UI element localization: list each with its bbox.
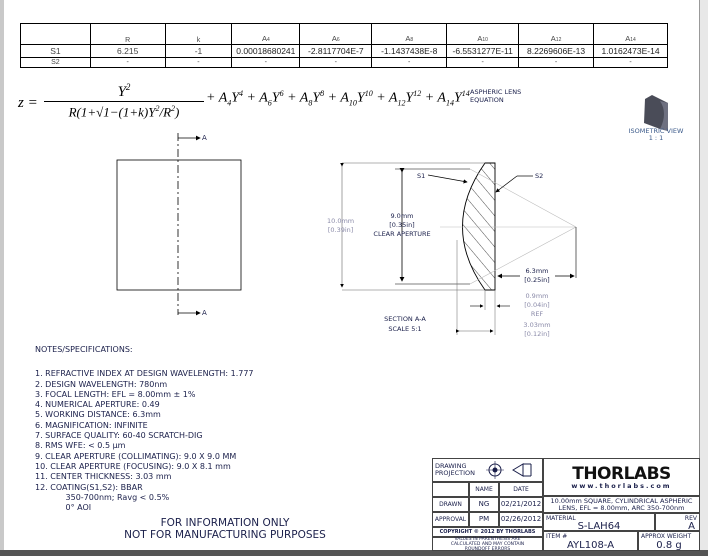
s2-label: S2: [535, 172, 544, 180]
cell: NAME: [469, 482, 499, 497]
cell: -: [446, 57, 520, 68]
description: 10.00mm SQUARE, CYLINDRICAL ASPHERIC LEN…: [543, 496, 700, 513]
rev-value: A: [688, 521, 695, 532]
material-value: S-LAH64: [577, 521, 621, 532]
frame-bottom: [0, 550, 708, 556]
equation-label: ASPHERIC LENS EQUATION: [470, 88, 521, 104]
rev-header: REV: [684, 515, 697, 522]
dim-text: CLEAR APERTURE: [373, 230, 431, 238]
dim-text: [0.12in]: [524, 330, 550, 338]
dim-text: REF: [530, 310, 544, 318]
isometric-title: ISOMETRIC VIEW: [628, 127, 684, 135]
cell: DATE: [499, 482, 543, 497]
note-item: 11. CENTER THICKNESS: 3.03 mm: [35, 472, 172, 482]
thorlabs-url[interactable]: www.thorlabs.com: [571, 481, 672, 490]
info-line: NOT FOR MANUFACTURING PURPOSES: [124, 529, 326, 541]
drawing-views: [116, 133, 577, 335]
scrollbar[interactable]: [699, 0, 708, 556]
note-item: 7. SURFACE QUALITY: 60-40 SCRATCH-DIG: [35, 431, 203, 441]
s1-label: S1: [417, 172, 426, 180]
info-disclaimer: FOR INFORMATION ONLY NOT FOR MANUFACTURI…: [100, 517, 350, 541]
cell: -: [89, 57, 166, 68]
note-item: 8. RMS WFE: < 0.5 µm: [35, 441, 126, 451]
projection-cell: DRAWING PROJECTION: [432, 458, 543, 482]
section-label-top: A: [202, 134, 207, 142]
header-a10: A10: [446, 23, 520, 45]
section-title: SECTION A-A SCALE 5:1: [370, 314, 440, 334]
dim-text: 10.0mm: [327, 217, 355, 225]
weight-header: APPROX WEIGHT: [641, 533, 692, 540]
logo-cell: THORLABS www.thorlabs.com: [543, 458, 700, 496]
projection-label: DRAWING PROJECTION: [435, 462, 475, 477]
thorlabs-logo: THORLABS: [572, 463, 671, 484]
cell: PM: [469, 512, 499, 527]
dim-text: [0.39in]: [327, 226, 354, 234]
dim-text: 9.0mm: [390, 212, 414, 220]
cell: 02/26/2012: [499, 512, 543, 527]
isometric-lens-image: [644, 95, 668, 131]
values-note: VALUES IN PARENTHESIS ARE CALCULATED AND…: [432, 537, 543, 552]
note-item: 350-700nm; Ravg < 0.5%: [35, 492, 170, 502]
item-header: ITEM #: [546, 533, 568, 540]
dim-text: 6.3mm: [525, 267, 549, 275]
info-line: FOR INFORMATION ONLY: [160, 517, 290, 529]
cell: APPROVAL: [432, 512, 469, 527]
item-value: AYL108-A: [566, 540, 615, 551]
height-label: 10.0mm[0.39in]: [327, 217, 354, 235]
center-thickness-label: 3.03mm[0.12in]: [520, 321, 554, 339]
isometric-label: ISOMETRIC VIEW 1 : 1: [624, 128, 688, 142]
note-item: 2. DESIGN WAVELENGTH: 780nm: [35, 379, 168, 389]
note-item: 3. FOCAL LENGTH: EFL = 8.00mm ± 1%: [35, 389, 196, 399]
cell: 02/21/2012: [499, 497, 543, 512]
section-title-text: SECTION A-A: [384, 315, 426, 323]
section-scale: SCALE 5:1: [388, 325, 422, 333]
table-row: S1 6.215 -1 0.00018680241 -2.8117704E-7 …: [20, 44, 668, 58]
section-label-bottom: A: [202, 309, 207, 317]
dim-text: [0.04in]: [524, 301, 550, 309]
notes-heading: NOTES/SPECIFICATIONS:: [35, 345, 133, 354]
header-a12: A12: [518, 23, 595, 45]
note-item: 9. CLEAR APERTURE (COLLIMATING): 9.0 X 9…: [35, 451, 237, 461]
note-item: 12. COATING(S1,S2): BBAR: [35, 482, 143, 492]
edge-thickness-label: 0.9mm[0.04in]REF: [520, 292, 554, 319]
lens-section: [462, 162, 496, 291]
note-item: 10. CLEAR APERTURE (FOCUSING): 9.0 X 8.1…: [35, 461, 231, 471]
note-item: 6. MAGNIFICATION: INFINITE: [35, 420, 148, 430]
note-item: 1. REFRACTIVE INDEX AT DESIGN WAVELENGTH…: [35, 369, 254, 379]
equation-label-line: ASPHERIC LENS: [470, 88, 522, 96]
dim-text: 3.03mm: [523, 321, 551, 329]
note-item: 0° AOI: [35, 503, 92, 513]
weight-value: 0.8 g: [656, 540, 682, 551]
cell: -: [593, 57, 668, 68]
working-distance-label: 6.3mm[0.25in]: [520, 267, 554, 285]
cell: [432, 482, 469, 497]
projection-symbol-icon: [486, 461, 532, 479]
dim-text: [0.35in]: [389, 221, 415, 229]
copyright: COPYRIGHT © 2012 BY THORLABS: [432, 527, 543, 537]
isometric-scale: 1 : 1: [648, 134, 664, 142]
frame-left: [0, 0, 4, 556]
clear-aperture-label: 9.0mm[0.35in]CLEAR APERTURE: [372, 212, 432, 239]
item-cell: ITEM #AYL108-A: [543, 531, 638, 551]
dim-text: 0.9mm: [525, 292, 549, 300]
table-row: S2 - - - - - - - -: [20, 57, 668, 68]
equation-label-line: EQUATION: [470, 96, 504, 104]
cell: -: [231, 57, 301, 68]
cell: NG: [469, 497, 499, 512]
material-header: MATERIAL: [546, 515, 576, 522]
cell: DRAWN: [432, 497, 469, 512]
note-item: 4. NUMERICAL APERTURE: 0.49: [35, 400, 160, 410]
notes-specifications: NOTES/SPECIFICATIONS: 1. REFRACTIVE INDE…: [35, 345, 254, 513]
dim-text: [0.25in]: [524, 276, 550, 284]
note-item: 5. WORKING DISTANCE: 6.3mm: [35, 410, 161, 420]
front-view-outline: [116, 159, 242, 291]
coefficient-table: R k A4 A6 A8 A10 A12 A14 S1 6.215 -1 0.0…: [20, 23, 668, 68]
